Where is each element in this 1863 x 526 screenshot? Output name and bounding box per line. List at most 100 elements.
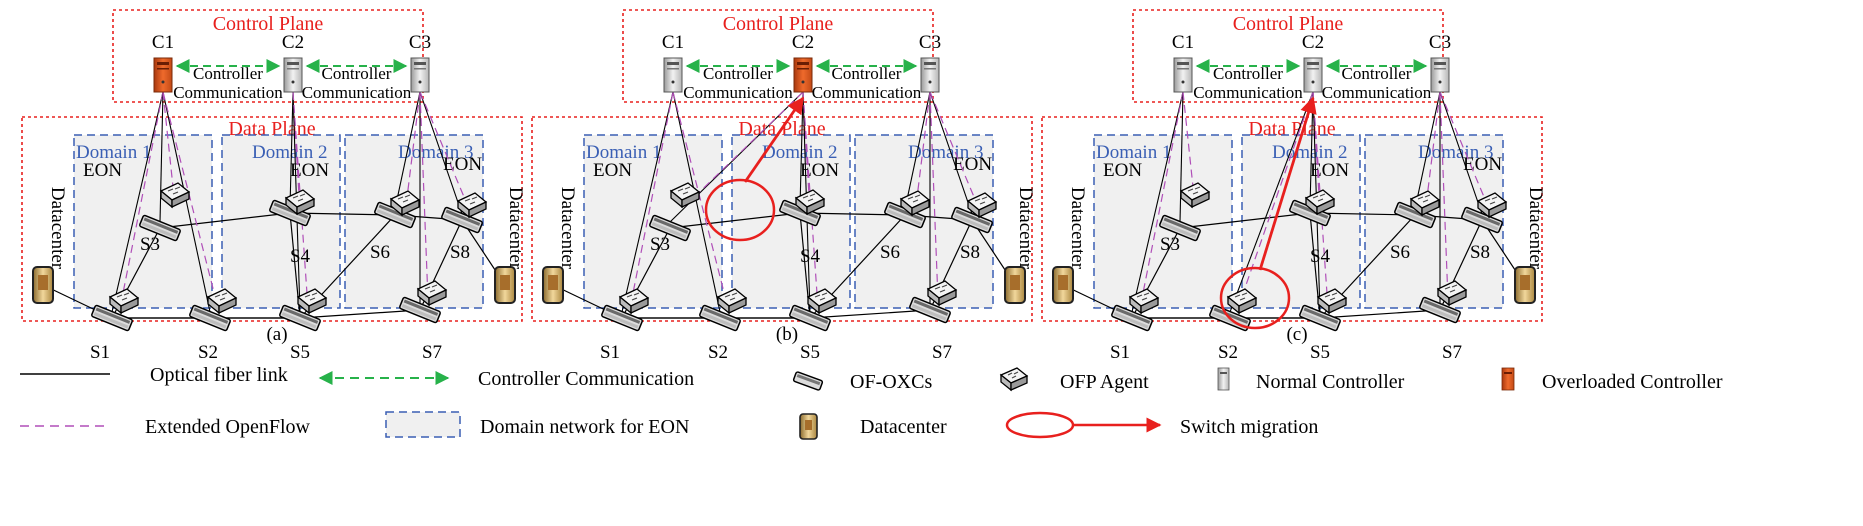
controller-label-C2: C2	[282, 32, 304, 53]
openflow-link-S1	[1139, 91, 1184, 309]
datacenter-right-label: Datacenter	[1525, 187, 1546, 270]
ofp-agent-S5-icon	[296, 288, 328, 315]
ofp-agent-S4-icon	[284, 189, 316, 216]
ofp-agent-S4-icon	[1304, 189, 1336, 216]
openflow-link-S2	[162, 91, 219, 309]
control-link-S1	[621, 91, 674, 313]
fiber-link-S5-S7	[809, 309, 931, 319]
openflow-link-S7	[1439, 91, 1449, 301]
of-oxc-S6-icon	[1394, 201, 1436, 229]
switch-label-S7: S7	[422, 342, 442, 363]
of-oxc-S8-icon	[1461, 206, 1503, 234]
control-link-S6	[394, 91, 421, 210]
switch-label-S4: S4	[800, 246, 821, 267]
control-link-S6	[1414, 91, 1441, 210]
switch-label-S8: S8	[1470, 242, 1490, 263]
control-link-S1	[1131, 91, 1184, 313]
controller-C3-icon	[410, 57, 430, 93]
legend-optical-fiber-label: Optical fiber link	[150, 364, 288, 386]
legend-domain-network-label: Domain network for EON	[480, 416, 689, 438]
controller-C2-icon	[1303, 57, 1323, 93]
ofp-agent-S8-icon	[456, 192, 488, 219]
domain-label-1: Domain 1	[586, 142, 661, 163]
domain-label-3: Domain 3	[398, 142, 473, 163]
control-plane-box	[1132, 9, 1444, 103]
comm-label-line2: Communication	[1322, 83, 1432, 102]
ofp-agent-S6-icon	[389, 190, 421, 217]
legend-datacenter-label: Datacenter	[860, 416, 947, 438]
controller-C1-icon	[1173, 57, 1193, 93]
ofp-agent-S3-icon	[669, 182, 701, 209]
of-oxc-S7-icon	[1419, 296, 1461, 324]
legend-extended-openflow-label: Extended OpenFlow	[145, 416, 311, 438]
of-oxc-S5-icon	[279, 304, 321, 332]
switch-label-S6: S6	[1390, 242, 1410, 263]
controller-label-C1: C1	[1172, 32, 1194, 53]
of-oxc-S8-icon	[951, 206, 993, 234]
of-oxc-S5-icon	[1299, 304, 1341, 332]
controller-C1-overloaded-icon	[153, 57, 173, 93]
control-link-S1	[111, 91, 164, 313]
of-oxc-S1-icon	[1111, 304, 1153, 332]
domain-box-2	[1241, 134, 1361, 309]
eon-label-3: EON	[953, 154, 992, 175]
comm-label-line1: Controller	[703, 64, 773, 83]
of-oxc-S3-icon	[1159, 214, 1201, 242]
fiber-link-S5-S7	[1319, 309, 1441, 319]
ofp-agent-S1-icon	[1128, 288, 1160, 315]
panel-caption: (b)	[776, 324, 798, 345]
eon-label-2: EON	[1310, 160, 1349, 181]
legend-overloaded-controller-icon	[1501, 367, 1515, 391]
control-link-S8	[1439, 91, 1483, 215]
fiber-link-S3-S4	[669, 212, 801, 229]
of-oxc-S7-icon	[909, 296, 951, 324]
of-oxc-S7-icon	[399, 296, 441, 324]
switch-label-S3: S3	[650, 234, 670, 255]
legend-normal-controller-label: Normal Controller	[1256, 371, 1405, 393]
ofp-agent-S7-icon	[416, 280, 448, 307]
of-oxc-S4-icon	[269, 199, 311, 227]
ofp-agent-S7-icon	[1436, 280, 1468, 307]
legend-overloaded-controller-label: Overloaded Controller	[1542, 371, 1723, 393]
ofp-agent-S7-icon	[926, 280, 958, 307]
of-oxc-S3-icon	[649, 214, 691, 242]
controller-C2-icon	[283, 57, 303, 93]
switch-label-S4: S4	[1310, 246, 1331, 267]
ofp-agent-S8-icon	[966, 192, 998, 219]
datacenter-right-icon	[494, 266, 516, 304]
of-oxc-S3-icon	[139, 214, 181, 242]
comm-label-line1: Controller	[1213, 64, 1283, 83]
switch-label-S2: S2	[198, 342, 218, 363]
ofp-agent-S6-icon	[899, 190, 931, 217]
legend-of-oxcs-label: OF-OXCs	[850, 371, 932, 393]
migration-circle	[1219, 266, 1291, 330]
legend-ofp-agent-icon	[999, 367, 1029, 392]
controller-label-C1: C1	[152, 32, 174, 53]
ofp-agent-S4-icon	[794, 189, 826, 216]
datacenter-left-label: Datacenter	[47, 187, 68, 270]
control-link-S2	[672, 91, 721, 313]
control-link-S2	[162, 91, 211, 313]
eon-label-3: EON	[1463, 154, 1502, 175]
openflow-link-S1	[119, 91, 164, 309]
switch-label-S8: S8	[450, 242, 470, 263]
switch-label-S8: S8	[960, 242, 980, 263]
switch-label-S2: S2	[1218, 342, 1238, 363]
controller-C1-icon	[663, 57, 683, 93]
eon-label-1: EON	[83, 160, 122, 181]
controller-label-C3: C3	[919, 32, 941, 53]
openflow-link-S8	[929, 91, 983, 217]
controller-label-C1: C1	[662, 32, 684, 53]
control-link-S3	[1179, 91, 1184, 223]
control-link-S2	[1229, 91, 1314, 313]
datacenter-left-icon	[542, 266, 564, 304]
of-oxc-S1-icon	[601, 304, 643, 332]
legend-of-oxcs-icon	[792, 371, 824, 391]
controller-label-C3: C3	[1429, 32, 1451, 53]
ofp-agent-S5-icon	[1316, 288, 1348, 315]
of-oxc-S5-icon	[789, 304, 831, 332]
openflow-link-S3	[684, 91, 804, 207]
switch-label-S5: S5	[1310, 342, 1330, 363]
openflow-link-S1	[629, 91, 674, 309]
openflow-link-S8	[1439, 91, 1493, 217]
